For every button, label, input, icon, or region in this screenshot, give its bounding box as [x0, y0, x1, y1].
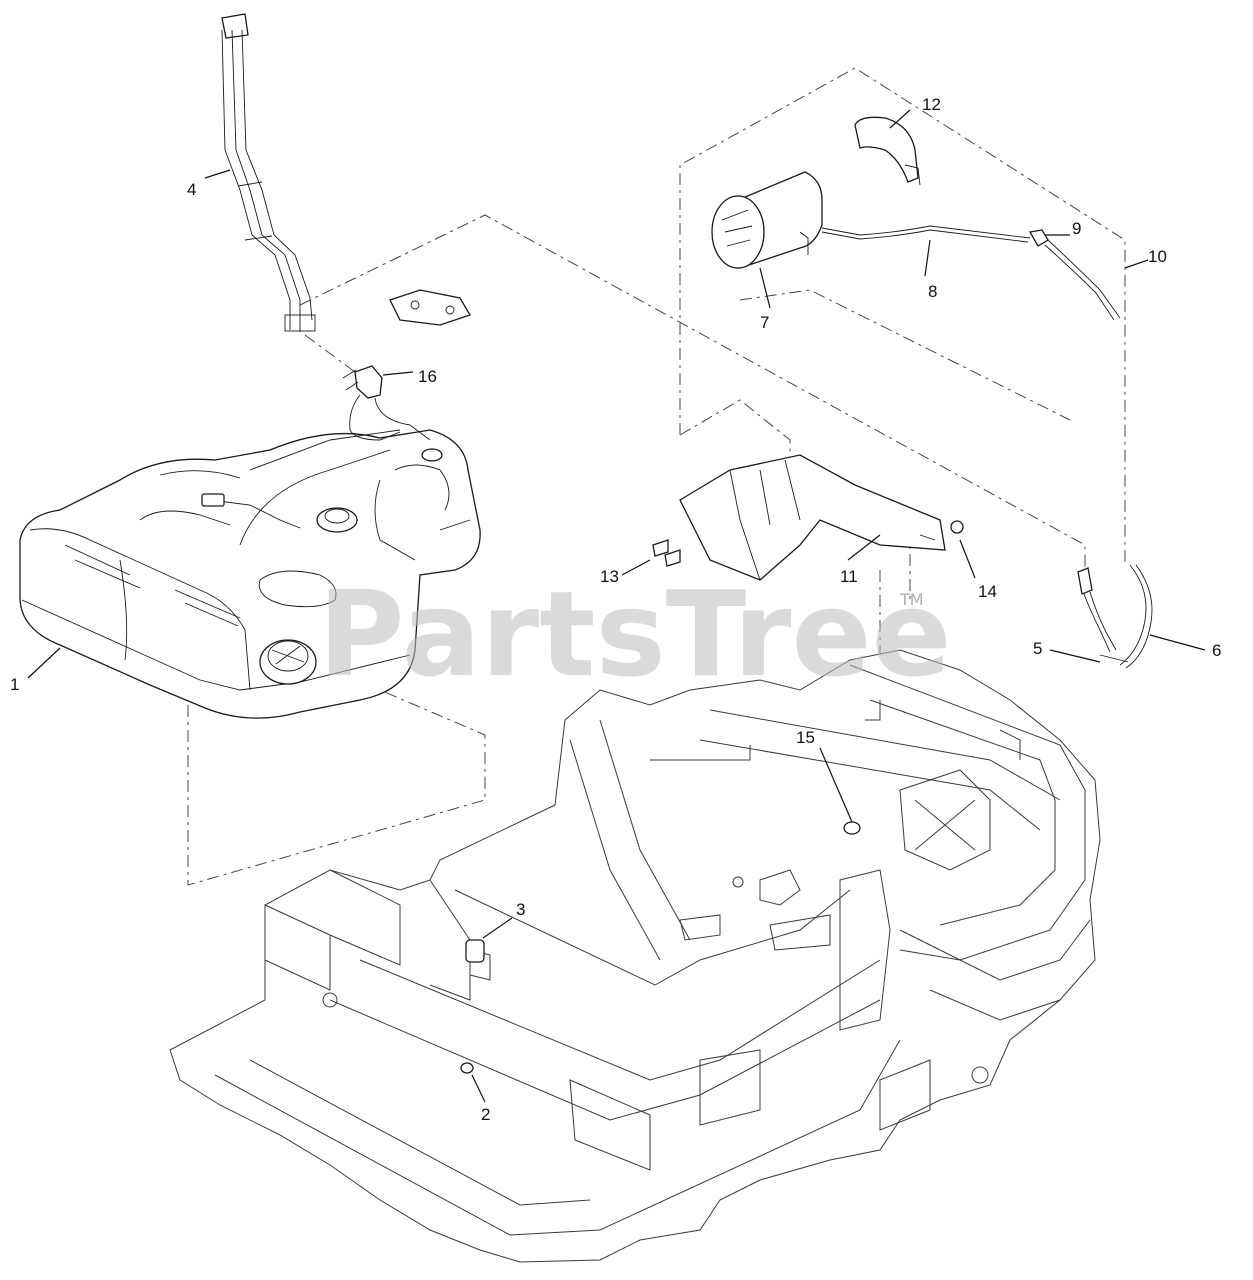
evap-canister [711, 171, 823, 269]
watermark-trademark: TM [899, 590, 924, 609]
callout-7: 7 [760, 313, 769, 332]
purge-hoses [1077, 564, 1153, 669]
callout-16: 16 [418, 367, 437, 386]
fuel-tank [19, 429, 481, 719]
callout-11: 11 [840, 567, 858, 586]
fasteners [460, 520, 964, 1074]
chassis-frame [169, 649, 1101, 1263]
callout-12: 12 [922, 95, 941, 114]
callout-3: 3 [516, 900, 525, 919]
canister-bracket [679, 454, 946, 581]
callout-9: 9 [1072, 219, 1081, 238]
callout-15: 15 [796, 728, 815, 747]
callout-14: 14 [978, 582, 997, 601]
callout-6: 6 [1212, 641, 1221, 660]
callout-labels: 1 2 3 4 5 6 7 8 9 10 11 12 13 14 15 16 [10, 95, 1221, 1124]
callout-4: 4 [187, 180, 196, 199]
callout-8: 8 [928, 282, 937, 301]
callout-5: 5 [1033, 639, 1042, 658]
callout-13: 13 [600, 567, 619, 586]
callout-10: 10 [1148, 247, 1167, 266]
callout-leaders [27, 109, 1206, 1103]
filler-neck-tube [221, 13, 316, 332]
watermark-text: PartsTree [318, 565, 952, 703]
mount-bracket [389, 289, 471, 326]
callout-1: 1 [10, 675, 19, 694]
watermark: PartsTree TM [318, 565, 952, 703]
canister-strap [854, 116, 921, 186]
vapor-hose [821, 225, 1121, 321]
fuel-hose-assembly [342, 365, 431, 441]
callout-2: 2 [481, 1105, 490, 1124]
